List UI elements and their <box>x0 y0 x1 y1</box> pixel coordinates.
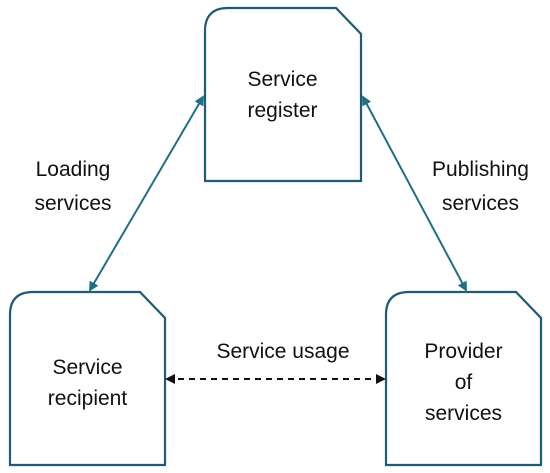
publishing-services-arrow <box>362 95 467 292</box>
publishing-services-label-line1: Publishing <box>432 158 529 181</box>
service-register-label: Service register <box>205 64 360 126</box>
provider-label-line2: of <box>454 371 473 394</box>
service-register-node <box>203 6 363 183</box>
provider-label: Provider of services <box>386 336 541 429</box>
loading-services-label: Loading services <box>8 153 138 221</box>
service-recipient-label: Service recipient <box>10 352 165 414</box>
publishing-services-label: Publishing services <box>413 153 548 221</box>
provider-label-line3: services <box>424 402 503 425</box>
service-register-label-line1: Service <box>247 68 318 91</box>
service-recipient-node <box>8 290 167 467</box>
service-recipient-label-line1: Service <box>52 356 123 379</box>
loading-services-label-line2: services <box>34 192 112 215</box>
service-register-label-line2: register <box>247 99 318 122</box>
service-recipient-label-line2: recipient <box>47 387 128 410</box>
publishing-services-label-line2: services <box>441 192 520 215</box>
provider-node <box>384 290 543 467</box>
service-usage-label: Service usage <box>216 340 350 363</box>
loading-services-arrow <box>88 95 205 292</box>
provider-label-line1: Provider <box>424 340 503 363</box>
loading-services-label-line1: Loading <box>35 158 111 181</box>
